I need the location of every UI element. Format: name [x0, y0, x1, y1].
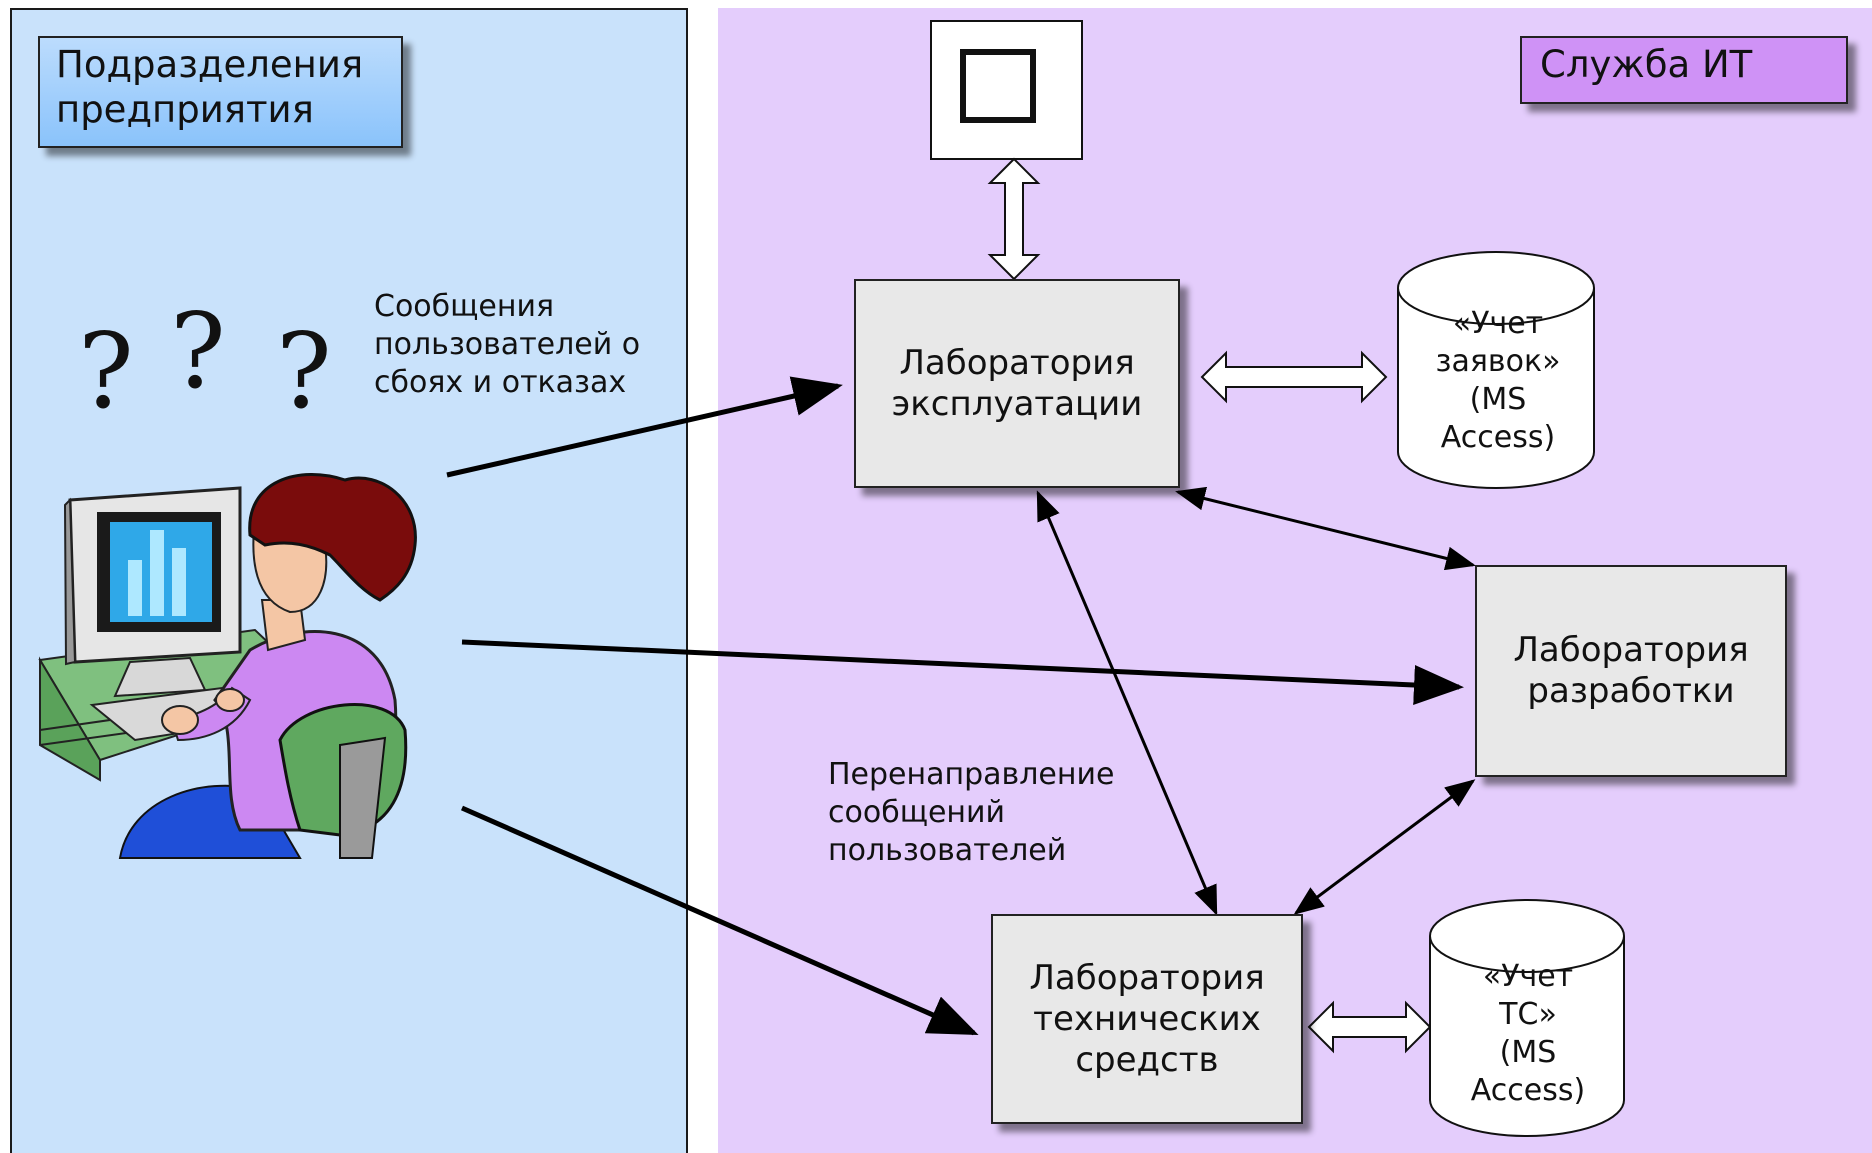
tc-db-label: «Учет ТС» (MS Access) — [1470, 959, 1586, 1108]
arrow-ops-tech — [1036, 490, 1218, 916]
enterprise-departments-title: Подразделения предприятия — [38, 36, 403, 148]
it-service-title: Служба ИТ — [1520, 36, 1848, 104]
user-messages-label: Сообщения пользователей о сбоях и отказа… — [374, 289, 641, 400]
arrow-user-to-tech — [460, 805, 979, 1036]
arrow-ops-dev — [1175, 486, 1476, 571]
operations-lab-box: Лаборатория эксплуатации — [854, 279, 1180, 488]
development-lab-box: Лаборатория разработки — [1475, 565, 1787, 777]
requests-db-cylinder — [1397, 251, 1595, 489]
double-arrow-tech-db — [1307, 1000, 1432, 1054]
arrow-dev-tech — [1293, 779, 1476, 915]
question-mark: ? — [78, 310, 134, 432]
requests-db-label: «Учет заявок» (MS Access) — [1435, 306, 1561, 455]
double-arrow-system-ops — [987, 157, 1041, 281]
redirect-messages-label: Перенаправление сообщений пользователей — [828, 757, 1115, 868]
external-system-box — [930, 20, 1083, 160]
tc-db-cylinder — [1429, 899, 1625, 1137]
arrow-user-to-dev — [461, 639, 1464, 705]
user-at-computer-illustration — [38, 473, 417, 859]
double-arrow-ops-db — [1200, 350, 1388, 404]
arrow-user-to-ops — [446, 376, 843, 478]
square-icon — [960, 49, 1036, 123]
question-mark: ? — [276, 310, 332, 432]
question-mark: ? — [170, 290, 226, 412]
hardware-lab-box: Лаборатория технических средств — [991, 914, 1303, 1124]
